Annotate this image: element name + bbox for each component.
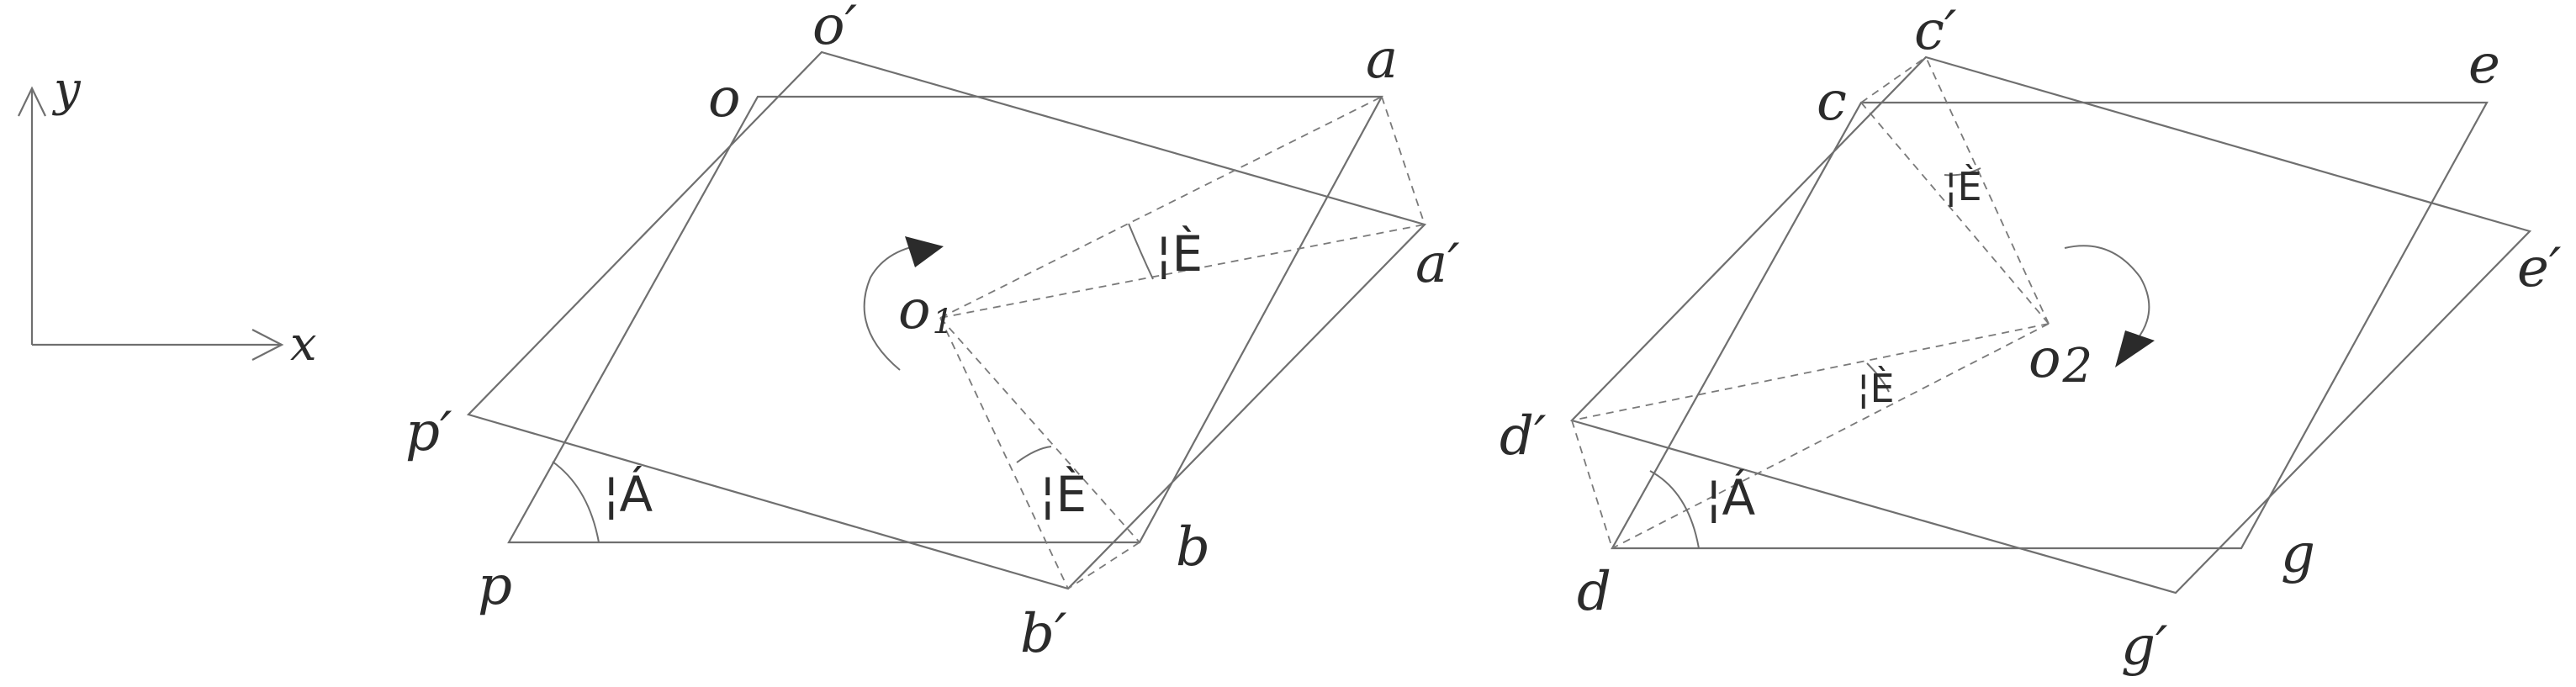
dash-o2-c [1860,102,2050,325]
right-theta-arc-top [1944,167,1981,177]
y-axis-label: y [51,62,82,117]
label-c-prime: c′ [1914,0,1957,62]
right-figure: c c′ e e′ d d′ g g′ o2 ¦È ¦È ¦Á [1500,0,2562,678]
label-o-prime: o′ [812,0,858,57]
dash-o2-d [1611,323,2050,549]
label-e-prime: e′ [2517,237,2562,299]
label-p-prime: p′ [405,401,452,463]
left-theta-arc-top [1128,223,1154,280]
x-axis-label: x [290,317,317,372]
label-g: g [2281,523,2315,585]
label-b-prime: b′ [1020,603,1067,665]
left-rotation-arrowhead-icon [905,236,944,267]
right-alpha-arc [1649,470,1700,549]
coordinate-axes: y x [18,62,317,372]
label-a-prime: a′ [1415,233,1460,295]
dash-o1-a-prime [939,224,1426,319]
left-alpha-arc [552,461,600,543]
label-d: d [1577,561,1611,623]
x-axis-arrow [251,329,284,361]
label-c: c [1817,71,1847,133]
right-original-parallelogram [1611,101,2489,550]
dash-b-b-prime [1067,542,1140,589]
left-theta-arc-bottom [1016,446,1052,463]
dash-d-d-prime [1571,420,1613,549]
right-theta-label-top: ¦È [1944,164,1982,209]
dash-c-c-prime [1860,56,1927,103]
label-center-o1: o1 [898,279,954,341]
left-rotation-arc [863,243,930,371]
dash-o1-a [939,96,1383,319]
right-rotation-arrowhead-icon [2115,330,2155,367]
right-rotation-arc [2064,245,2150,341]
label-o: o [708,67,741,129]
dash-o1-b [939,317,1140,543]
left-theta-label-top: ¦È [1156,225,1203,283]
label-p: p [478,555,512,617]
label-d-prime: d′ [1500,405,1547,468]
right-alpha-label: ¦Á [1706,468,1756,526]
right-rotated-parallelogram [1569,55,2532,595]
dash-o2-c-prime [1925,56,2050,325]
right-theta-arc-mid [1866,362,1890,393]
label-g-prime: g′ [2121,616,2168,678]
label-e: e [2468,34,2500,96]
dash-o1-b-prime [939,317,1069,589]
dash-o2-d-prime [1571,323,2050,421]
y-axis-arrow [18,86,46,117]
left-theta-label-bottom: ¦È [1039,465,1087,523]
right-theta-label-mid: ¦È [1857,366,1895,411]
label-a: a [1366,29,1398,91]
left-alpha-label: ¦Á [603,465,653,523]
left-figure: o o′ a a′ p p′ b b′ o1 ¦È ¦È ¦Á [405,0,1460,665]
label-b: b [1176,516,1210,579]
dash-a-a-prime [1381,96,1426,225]
label-center-o2: o2 [2029,328,2092,394]
